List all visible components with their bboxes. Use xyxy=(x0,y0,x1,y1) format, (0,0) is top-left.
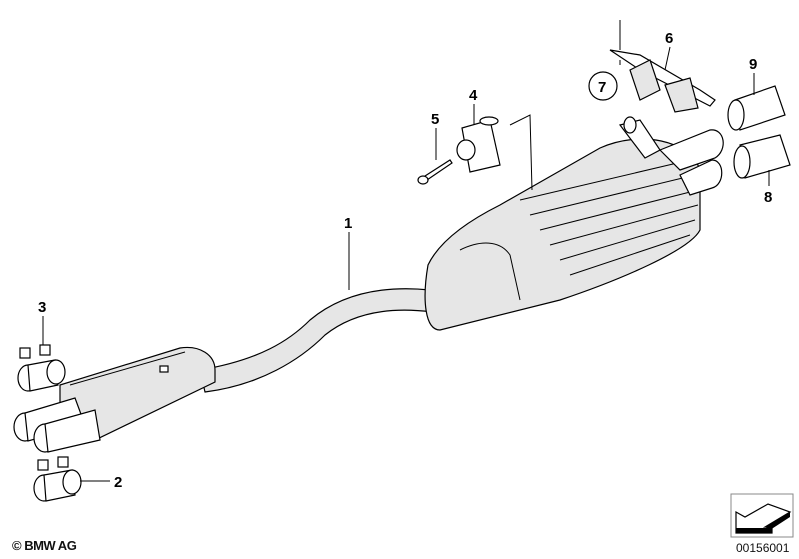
callout-4: 4 xyxy=(469,87,478,104)
bolt-5 xyxy=(417,159,453,185)
callout-circle-7 xyxy=(588,71,618,101)
tailpipe-trim-9 xyxy=(727,85,786,131)
callout-1: 1 xyxy=(344,215,352,232)
image-code: 00156001 xyxy=(736,541,790,555)
callout-3: 3 xyxy=(38,299,46,316)
copyright-text: © BMW AG xyxy=(12,538,77,553)
callout-9: 9 xyxy=(749,56,757,73)
callout-2: 2 xyxy=(114,474,122,491)
callout-6: 6 xyxy=(665,30,673,47)
direction-arrow-icon xyxy=(730,493,794,538)
leader-lines xyxy=(42,20,770,482)
callout-8: 8 xyxy=(764,189,772,206)
pipe-assembly xyxy=(13,116,724,453)
callout-7: 7 xyxy=(598,79,606,96)
clamp-2 xyxy=(33,456,82,502)
callout-5: 5 xyxy=(431,111,439,128)
rubber-mount-4 xyxy=(456,116,501,173)
tailpipe-trim-8 xyxy=(733,134,791,179)
clamp-3 xyxy=(17,344,66,392)
hanger-6 xyxy=(609,49,716,113)
